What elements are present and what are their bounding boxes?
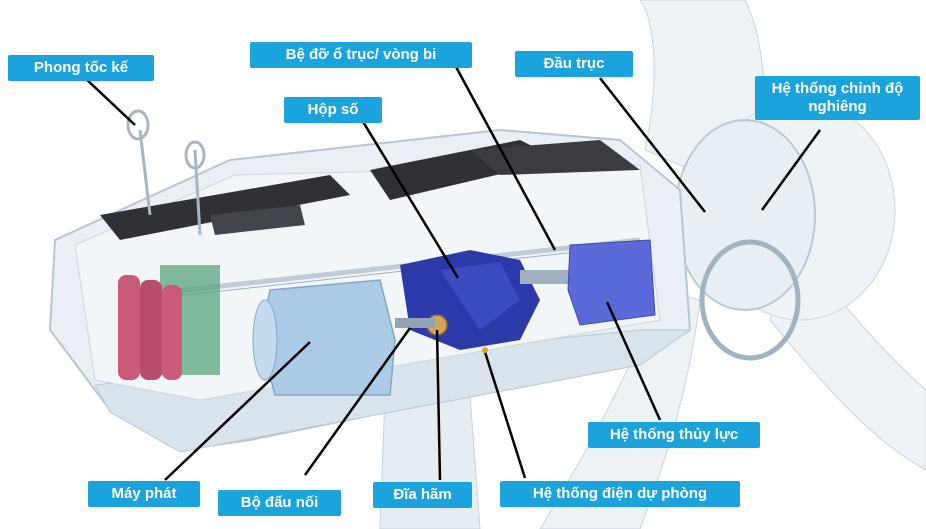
leader-coupling bbox=[303, 327, 412, 476]
leader-gearbox bbox=[360, 119, 460, 279]
transformer-coil-1 bbox=[118, 275, 140, 380]
blade-bearing-ring bbox=[699, 239, 801, 361]
label-anemometer: Phong tốc kế bbox=[8, 55, 154, 81]
label-backup-power: Hệ thống điện dự phòng bbox=[500, 481, 740, 507]
label-bearing: Bệ đỡ ổ trục/ vòng bi bbox=[250, 42, 472, 68]
anemometer-sensors bbox=[126, 109, 206, 236]
label-rotor-hub: Đầu trục bbox=[515, 51, 633, 77]
label-hydraulic: Hệ thống thủy lực bbox=[588, 422, 760, 448]
label-coupling: Bộ đấu nối bbox=[218, 490, 341, 516]
roof-panel-front bbox=[210, 205, 305, 235]
leader-backup bbox=[483, 351, 527, 479]
hydraulic-unit bbox=[567, 239, 656, 326]
label-gearbox: Hộp số bbox=[284, 97, 382, 123]
leader-bearing bbox=[453, 64, 557, 251]
coupling-shaft bbox=[395, 318, 435, 328]
label-pitch-system: Hệ thống chỉnh độ nghiêng bbox=[755, 76, 920, 120]
leader-rotor-hub bbox=[599, 77, 706, 213]
leader-anemometer bbox=[84, 77, 136, 126]
leader-generator bbox=[164, 341, 311, 481]
roof-panel-right bbox=[470, 140, 640, 175]
tower bbox=[379, 394, 481, 529]
leader-pitch bbox=[760, 129, 822, 211]
leader-hydraulic bbox=[605, 301, 662, 421]
transformer-coil-2 bbox=[140, 280, 162, 380]
leader-brake bbox=[435, 329, 442, 481]
leader-lines bbox=[84, 64, 822, 481]
nacelle-floor bbox=[94, 329, 692, 453]
label-generator: Máy phát bbox=[88, 481, 200, 507]
transformer-coil-3 bbox=[162, 285, 182, 380]
label-brake-disc: Đĩa hãm bbox=[373, 482, 472, 508]
roof-panel-left bbox=[100, 175, 350, 240]
